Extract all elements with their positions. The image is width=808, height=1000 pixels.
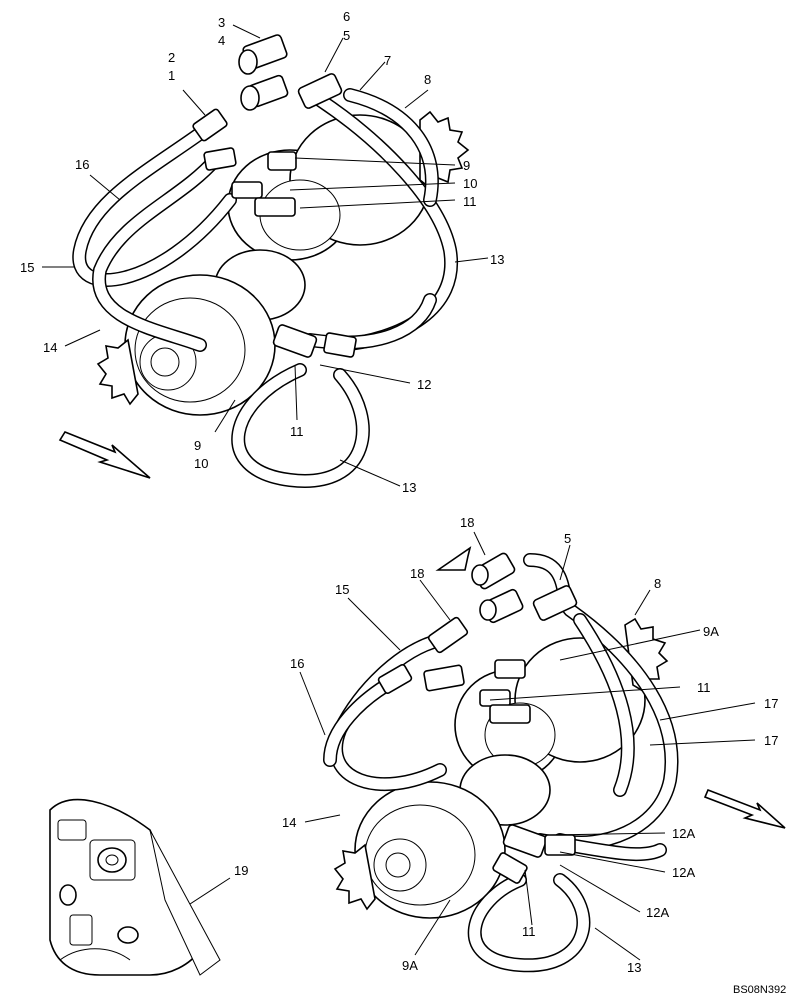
callout-15: 15 [20, 260, 34, 275]
callout-11: 11 [463, 194, 477, 209]
callout-13: 13 [490, 252, 504, 267]
callout-4: 4 [218, 33, 225, 48]
callout-13: 13 [627, 960, 641, 975]
callout-14: 14 [43, 340, 57, 355]
bottom-assembly: 18 5 18 15 8 9A 16 11 17 17 14 12A 19 12… [149, 515, 786, 975]
bottom-arrows [435, 546, 786, 829]
callout-8: 8 [424, 72, 431, 87]
callout-9a: 9A [703, 624, 719, 639]
callout-15: 15 [335, 582, 349, 597]
bottom-fittings [377, 552, 578, 884]
top-assembly: 3 4 6 5 2 1 7 8 16 9 10 11 13 15 14 12 1… [20, 9, 504, 495]
callout-19: 19 [234, 863, 248, 878]
callout-12: 12 [417, 377, 431, 392]
callout-6: 6 [343, 9, 350, 24]
callout-18: 18 [460, 515, 474, 530]
top-fittings [192, 34, 357, 358]
callout-9: 9 [463, 158, 470, 173]
callout-8: 8 [654, 576, 661, 591]
callout-11: 11 [290, 424, 304, 439]
callout-17: 17 [764, 696, 778, 711]
callout-1: 1 [168, 68, 175, 83]
locator-inset [49, 798, 221, 976]
callout-10: 10 [194, 456, 208, 471]
top-hoses [72, 88, 459, 488]
callout-17: 17 [764, 733, 778, 748]
callout-2: 2 [168, 50, 175, 65]
bottom-callouts: 18 5 18 15 8 9A 16 11 17 17 14 12A 19 12… [234, 515, 778, 975]
callout-9a: 9A [402, 958, 418, 973]
callout-5: 5 [564, 531, 571, 546]
callout-14: 14 [282, 815, 296, 830]
callout-13: 13 [402, 480, 416, 495]
callout-12a: 12A [672, 826, 695, 841]
top-leader-lines [42, 24, 489, 487]
callout-3: 3 [218, 15, 225, 30]
callout-11: 11 [522, 924, 536, 939]
callout-7: 7 [384, 53, 391, 68]
callout-18: 18 [410, 566, 424, 581]
callout-10: 10 [463, 176, 477, 191]
callout-5: 5 [343, 28, 350, 43]
callout-16: 16 [290, 656, 304, 671]
callout-16: 16 [75, 157, 89, 172]
bottom-leader-lines [149, 531, 756, 961]
top-direction-arrow [58, 431, 151, 479]
callout-12a: 12A [646, 905, 669, 920]
drawing-code: BS08N392 [733, 984, 786, 996]
callout-9: 9 [194, 438, 201, 453]
callout-11: 11 [697, 680, 711, 695]
top-callouts: 3 4 6 5 2 1 7 8 16 9 10 11 13 15 14 12 1… [20, 9, 504, 495]
callout-12a: 12A [672, 865, 695, 880]
bottom-front-motor [333, 754, 551, 919]
